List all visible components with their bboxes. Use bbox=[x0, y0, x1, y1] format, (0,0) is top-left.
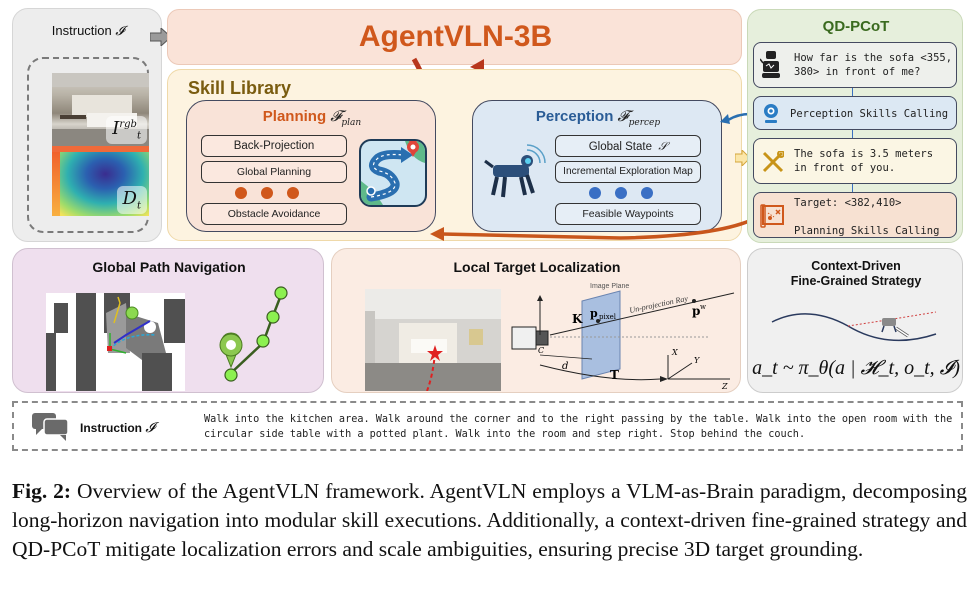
qd-step-planning-call: Target: <382,410> Planning Skills Callin… bbox=[753, 192, 957, 238]
perception-symbol-sub: percep bbox=[628, 118, 661, 128]
qd-step-question-text: How far is the sofa <355, 380> in front … bbox=[794, 52, 953, 78]
skill-global-planning: Global Planning bbox=[201, 161, 347, 183]
perception-title-text: Perception bbox=[535, 108, 614, 125]
planning-title-text: Planning bbox=[262, 108, 327, 125]
instruction-symbol: 𝓘 bbox=[115, 24, 125, 39]
robot-dog-icon bbox=[484, 144, 546, 198]
figure-caption: Fig. 2: Overview of the AgentVLN framewo… bbox=[12, 477, 967, 564]
input-title: Instruction 𝓘 bbox=[13, 23, 163, 39]
tools-icon bbox=[762, 151, 784, 173]
skill-global-state: Global State 𝒮 bbox=[555, 135, 701, 157]
qd-step-answer: The sofa is 3.5 meters in front of you. bbox=[753, 138, 957, 184]
chat-bubbles-icon bbox=[32, 413, 69, 441]
qd-step-answer-text: The sofa is 3.5 meters in front of you. bbox=[794, 148, 934, 174]
unprojection-ray-label: Un-projection Ray bbox=[629, 294, 689, 315]
waypoint-path-icon bbox=[219, 286, 288, 382]
planning-call-arrow-icon bbox=[430, 216, 757, 241]
skill-obstacle-avoidance: Obstacle Avoidance bbox=[201, 203, 347, 225]
unprojection-geometry-diagram: K p pixel Image Plane Un-projection Ray … bbox=[511, 283, 735, 391]
instruction-bar: Instruction 𝓘 Walk into the kitchen area… bbox=[12, 401, 963, 451]
input-to-brain-arrow-icon bbox=[150, 28, 172, 46]
axis-z-label: Z bbox=[721, 382, 728, 391]
caption-label: Fig. 2: bbox=[12, 479, 72, 503]
planning-ellipsis bbox=[235, 187, 299, 199]
transform-label: T bbox=[610, 368, 619, 382]
occupancy-map-icon bbox=[46, 293, 185, 391]
context-driven-strategy-title: Context-Driven Fine-Grained Strategy bbox=[748, 259, 964, 289]
instruction-label: Instruction 𝓘 bbox=[80, 420, 155, 436]
qd-step-question: How far is the sofa <355, 380> in front … bbox=[753, 42, 957, 88]
perception-symbol: 𝓕 bbox=[617, 107, 629, 125]
perception-ellipsis bbox=[589, 187, 653, 199]
ellipsis-dot bbox=[261, 187, 273, 199]
qd-connector bbox=[852, 184, 853, 192]
trajectory-sketch-icon bbox=[771, 311, 937, 342]
planning-symbol: 𝓕 bbox=[330, 107, 342, 125]
rgb-label: Irgbt bbox=[106, 116, 147, 144]
skill-library-panel: Skill Library Planning 𝓕plan Back-Projec… bbox=[167, 69, 742, 241]
egocentric-view-image bbox=[365, 289, 501, 391]
pixel-point-label: p bbox=[590, 307, 598, 320]
qd-step-perception-call-text: Perception Skills Calling bbox=[790, 108, 949, 120]
world-point-sup: w bbox=[700, 303, 706, 311]
qd-connector bbox=[852, 130, 853, 138]
brain-title: AgentVLN-3B bbox=[358, 20, 553, 53]
ellipsis-dot bbox=[615, 187, 627, 199]
context-driven-strategy-panel: Context-Driven Fine-Grained Strategy a_t… bbox=[747, 248, 963, 393]
perception-title: Perception 𝓕percep bbox=[473, 107, 723, 128]
planning-skill-box: Planning 𝓕plan Back-Projection Global Pl… bbox=[186, 100, 436, 232]
route-map-icon bbox=[359, 139, 427, 207]
depth-observation-image: Dt bbox=[52, 146, 149, 216]
global-path-navigation-panel: Global Path Navigation bbox=[12, 248, 324, 393]
strategy-title-line1: Context-Driven bbox=[811, 259, 901, 273]
qd-step-perception-call: Perception Skills Calling bbox=[753, 96, 957, 130]
skill-feasible-waypoints: Feasible Waypoints bbox=[555, 203, 701, 225]
skill-incremental-exploration-map: Incremental Exploration Map bbox=[555, 161, 701, 183]
qd-pcot-panel: QD-PCoT How far is the sofa <355, 380> i… bbox=[747, 9, 963, 243]
input-title-text: Instruction bbox=[51, 23, 112, 38]
local-target-localization-title: Local Target Localization bbox=[453, 259, 621, 275]
global-state-symbol: 𝒮 bbox=[658, 139, 668, 153]
skill-library-title: Skill Library bbox=[188, 78, 292, 98]
instruction-text: Walk into the kitchen area. Walk around … bbox=[204, 414, 953, 440]
ellipsis-dot bbox=[589, 187, 601, 199]
axis-y-label: Y bbox=[694, 356, 700, 365]
depth-label: Dt bbox=[116, 186, 147, 214]
ellipsis-dot bbox=[287, 187, 299, 199]
policy-formula: a_t ~ π_θ(a | 𝓗_t, o_t, 𝓘) bbox=[752, 357, 960, 379]
qd-step-planning-call-text: Target: <382,410> Planning Skills Callin… bbox=[794, 197, 940, 237]
ellipsis-dot bbox=[641, 187, 653, 199]
perception-skill-box: Perception 𝓕percep Global State 𝒮 Increm… bbox=[472, 100, 722, 232]
skill-back-projection: Back-Projection bbox=[201, 135, 347, 157]
robot-icon bbox=[760, 51, 780, 78]
result-return-arrow-icon bbox=[735, 150, 751, 166]
intrinsics-label: K bbox=[572, 312, 583, 326]
global-path-navigation-title: Global Path Navigation bbox=[92, 259, 246, 275]
pixel-point-sub: pixel bbox=[599, 313, 617, 321]
brain-panel: AgentVLN-3B bbox=[167, 9, 742, 65]
webcam-icon bbox=[764, 104, 778, 123]
strategy-title-line2: Fine-Grained Strategy bbox=[790, 274, 922, 288]
input-panel: Instruction 𝓘 Irgbt Dt bbox=[12, 8, 162, 242]
planning-symbol-sub: plan bbox=[341, 118, 362, 128]
planning-title: Planning 𝓕plan bbox=[187, 107, 437, 128]
global-state-text: Global State bbox=[588, 141, 652, 153]
rgb-observation-image: Irgbt bbox=[52, 73, 149, 146]
depth-distance-label: d bbox=[562, 361, 568, 372]
ellipsis-dot bbox=[235, 187, 247, 199]
image-plane-label: Image Plane bbox=[590, 283, 629, 290]
map-scroll-icon bbox=[760, 204, 784, 228]
instruction-bar-symbol: 𝓘 bbox=[145, 420, 155, 436]
caption-text: Overview of the AgentVLN framework. Agen… bbox=[12, 479, 967, 561]
local-target-localization-panel: Local Target Localization K p pixel Imag… bbox=[331, 248, 741, 393]
world-point-label: p bbox=[692, 304, 700, 318]
axis-x-label: X bbox=[671, 348, 678, 357]
instruction-label-text: Instruction bbox=[80, 421, 142, 435]
qd-pcot-title: QD-PCoT bbox=[822, 18, 890, 35]
qd-connector bbox=[852, 88, 853, 96]
camera-center-label: C bbox=[538, 346, 544, 355]
